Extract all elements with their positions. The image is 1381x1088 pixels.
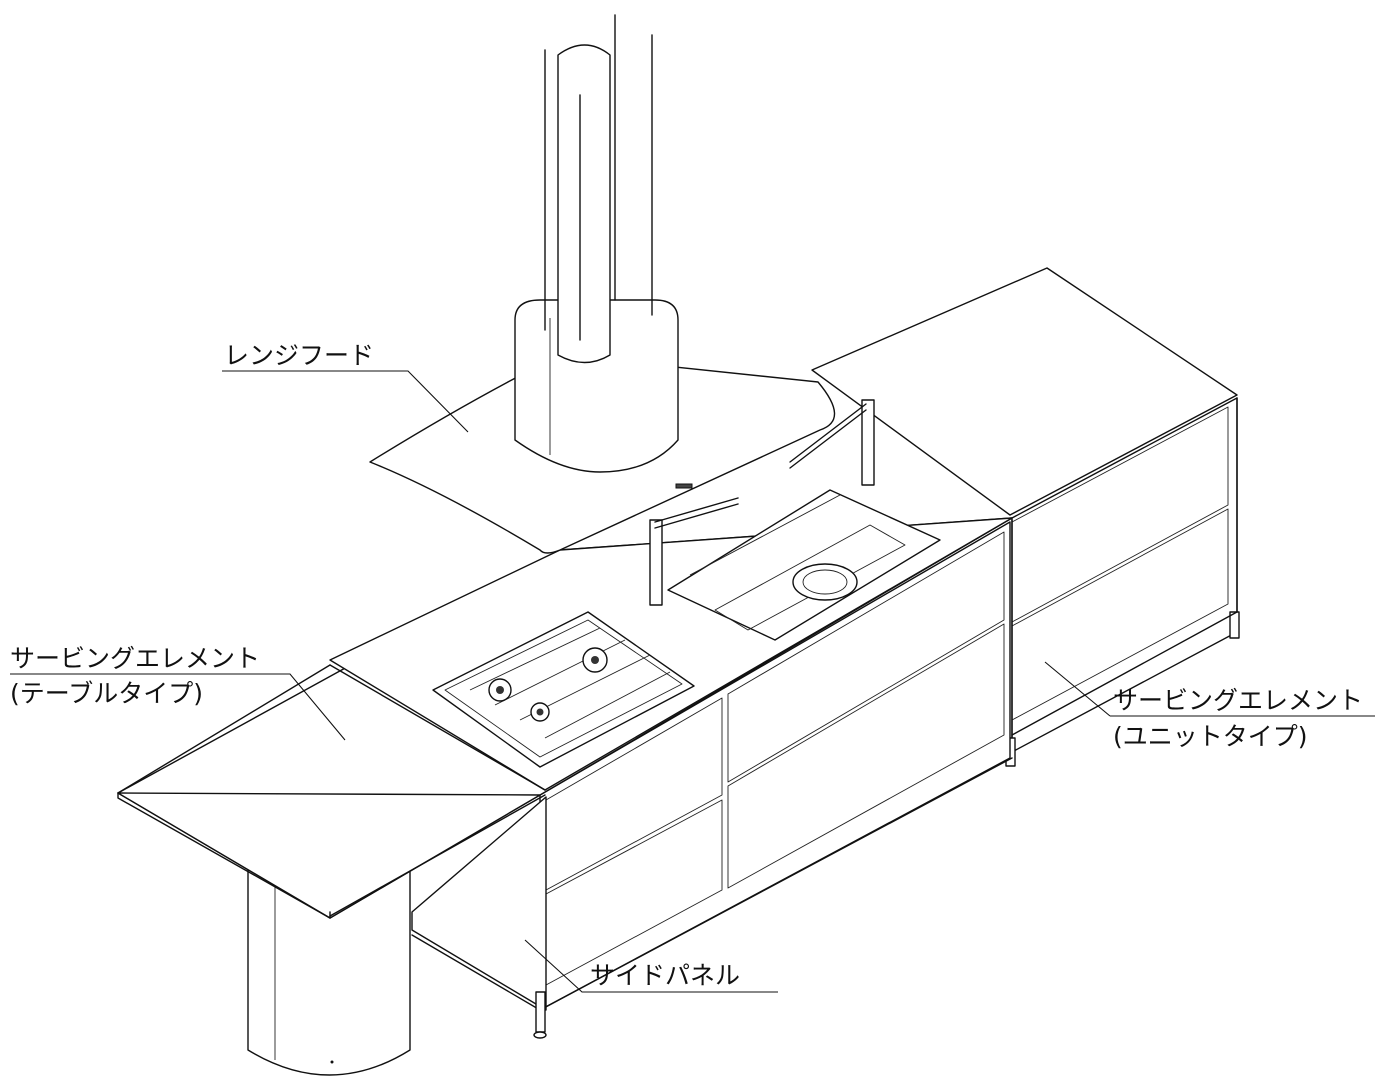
cooking-unit-body <box>411 521 1013 1039</box>
range-hood <box>369 14 836 554</box>
range-hood-label: レンジフード <box>224 341 374 370</box>
serving-unit-sublabel: (ユニットタイプ) <box>1113 722 1308 751</box>
table-pedestal <box>247 859 411 1076</box>
leader-lines <box>10 370 1375 993</box>
serving-table-label: サービングエレメント <box>10 644 260 673</box>
serving-unit-label: サービングエレメント <box>1113 686 1363 715</box>
serving-element-unit <box>811 267 1240 767</box>
side-panel-label: サイドパネル <box>590 961 740 990</box>
faucet-front <box>649 497 739 606</box>
serving-table-sublabel: (テーブルタイプ) <box>10 679 203 708</box>
faucet-back <box>789 399 875 486</box>
gas-hob <box>432 611 695 768</box>
sink <box>667 489 941 641</box>
